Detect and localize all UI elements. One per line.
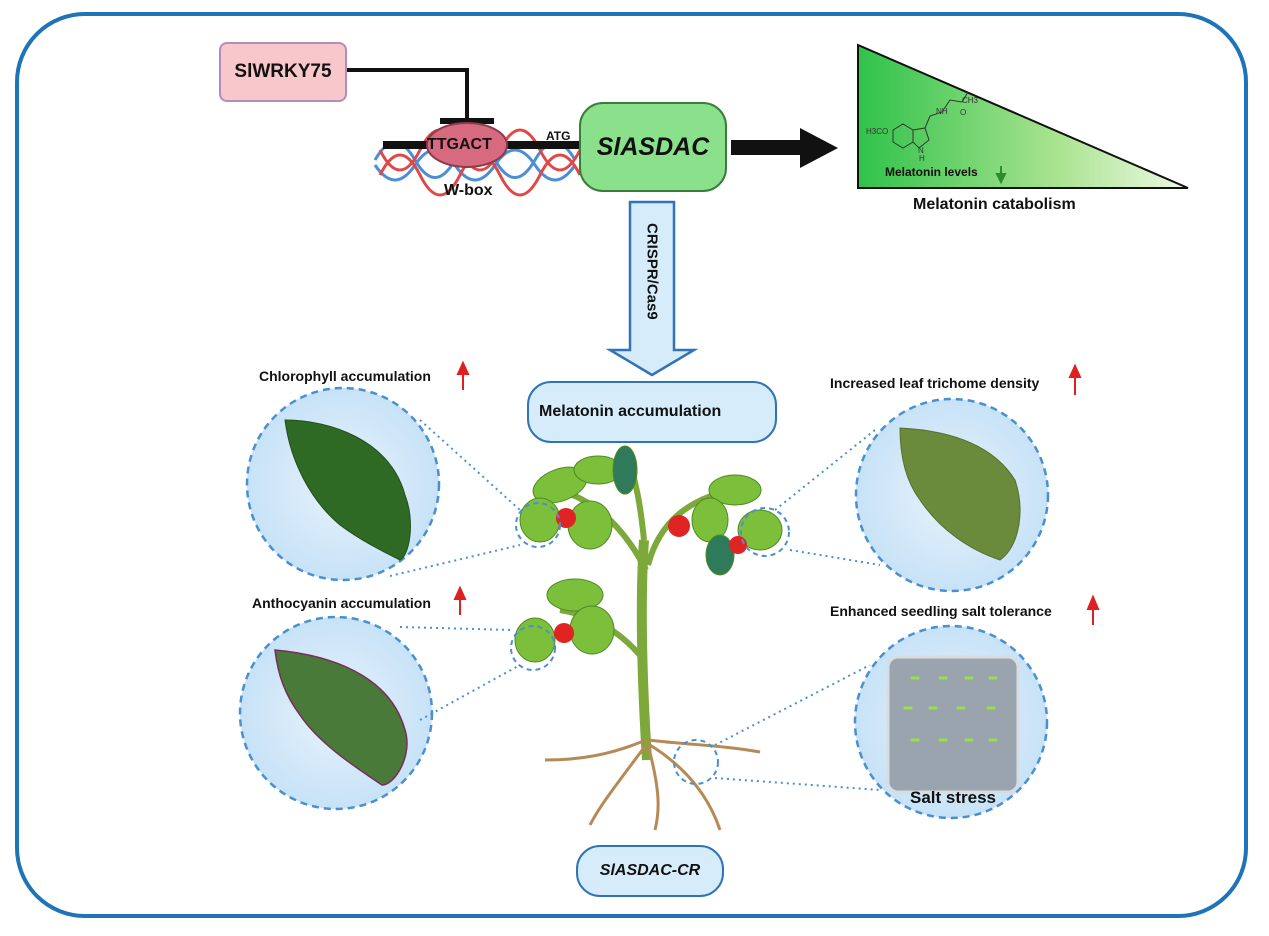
melatonin-accumulation-label: Melatonin accumulation <box>539 403 722 420</box>
melatonin-triangle <box>857 43 1189 189</box>
chem-ch3: CH3 <box>962 96 979 105</box>
melatonin-levels-label: Melatonin levels <box>885 165 978 179</box>
melatonin-accumulation-pill: Melatonin accumulation <box>527 381 777 443</box>
trichome-label: Increased leaf trichome density <box>830 375 1040 391</box>
w-box-motif: TTGACT <box>427 136 492 153</box>
diagram-frame <box>15 12 1248 918</box>
repression-connector <box>347 68 494 124</box>
tomato-plant <box>510 445 790 831</box>
chem-h3co: H3CO <box>866 127 889 136</box>
chem-o: O <box>960 108 967 117</box>
w-box-label: W-box <box>444 182 493 199</box>
slwrky75-box: SlWRKY75 <box>219 42 347 102</box>
w-box-ellipse <box>426 122 508 168</box>
slasdac-cr-pill: SlASDAC-CR <box>576 845 724 897</box>
salt-tolerance-label: Enhanced seedling salt tolerance <box>830 603 1052 619</box>
anthocyanin-label: Anthocyanin accumulation <box>252 595 431 611</box>
chem-n: N <box>918 146 924 155</box>
salt-stress-label: Salt stress <box>910 788 996 807</box>
melatonin-catabolism-title: Melatonin catabolism <box>913 196 1076 213</box>
slasdac-box: SlASDAC <box>579 102 727 192</box>
dotted-connectors <box>389 419 881 791</box>
start-codon: ATG <box>546 129 571 143</box>
anthocyanin-leaf <box>274 649 408 786</box>
crispr-arrow <box>605 200 699 377</box>
green-leaf <box>284 419 411 561</box>
chlorophyll-label: Chlorophyll accumulation <box>259 368 431 384</box>
chem-nh: NH <box>936 107 948 116</box>
crispr-label: CRISPR/Cas9 <box>643 222 661 320</box>
chem-h: H <box>919 154 925 163</box>
melatonin-structure <box>892 91 969 149</box>
slasdac-cr-label: SlASDAC-CR <box>599 862 701 879</box>
catabolism-arrow <box>731 128 838 168</box>
down-arrow <box>995 166 1007 185</box>
crispr-label-wrap: CRISPR/Cas9 <box>632 196 672 346</box>
trichome-leaf <box>899 427 1021 561</box>
seedling-tray <box>886 655 1020 794</box>
